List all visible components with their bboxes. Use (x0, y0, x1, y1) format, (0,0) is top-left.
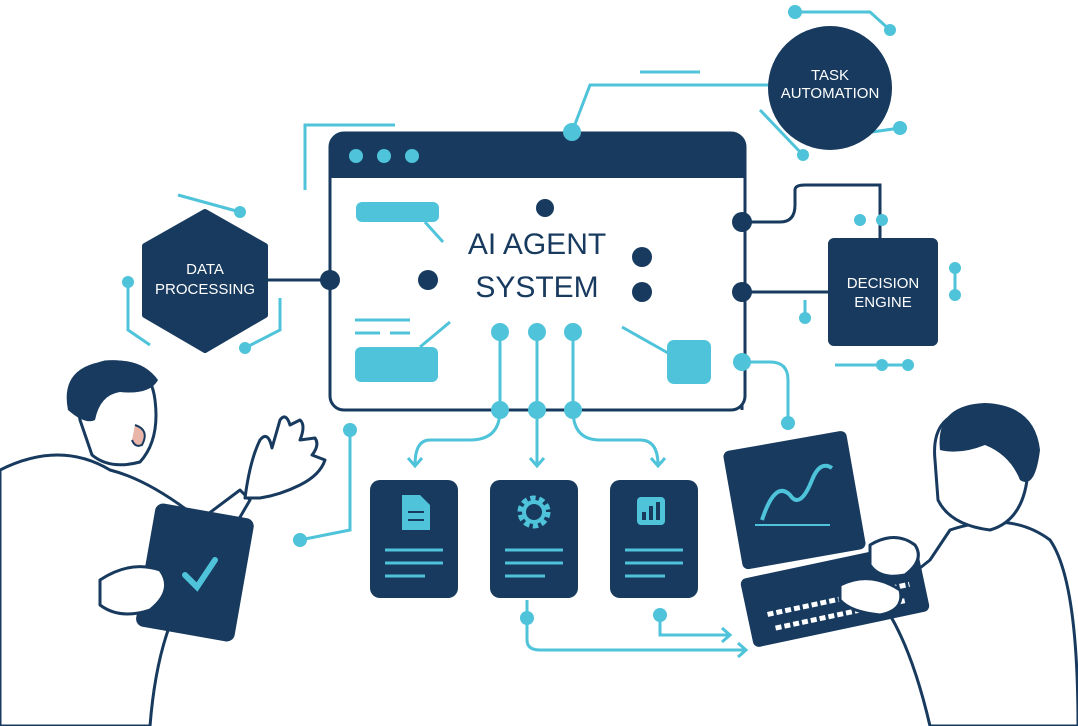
ai-agent-window: AI AGENT SYSTEM (328, 131, 747, 412)
center-title-line2: SYSTEM (475, 271, 598, 304)
bar-chart-icon (637, 497, 665, 525)
output-card-gear (490, 480, 578, 598)
chat-bubble-icon (355, 347, 438, 382)
chat-bubble-icon (356, 202, 439, 222)
window-dot-icon (377, 149, 391, 163)
task-automation-node: TASK AUTOMATION (768, 26, 892, 150)
window-dot-icon (405, 149, 419, 163)
window-dot-icon (349, 149, 363, 163)
center-title-line1: AI AGENT (468, 228, 606, 261)
person-with-laptop (723, 403, 1078, 726)
connector-dots (122, 5, 961, 625)
decision-engine-node: DECISION ENGINE (828, 238, 938, 346)
connectors (126, 10, 957, 652)
tablet-icon (136, 503, 254, 642)
decision-engine-line2: ENGINE (854, 294, 912, 311)
output-card-document (370, 480, 458, 598)
task-automation-line2: AUTOMATION (781, 85, 880, 102)
monitor-icon (723, 431, 866, 570)
square-widget-icon (667, 340, 711, 384)
arrowheads (406, 457, 749, 659)
data-processing-line2: PROCESSING (155, 281, 255, 298)
decision-engine-line1: DECISION (847, 275, 920, 292)
gear-icon (517, 495, 551, 529)
data-processing-node: DATA PROCESSING (142, 209, 268, 353)
data-processing-line1: DATA (186, 261, 224, 278)
checkmark-icon (182, 557, 218, 592)
person-with-tablet (0, 360, 327, 726)
output-card-chart (610, 480, 698, 598)
task-automation-line1: TASK (811, 67, 849, 84)
